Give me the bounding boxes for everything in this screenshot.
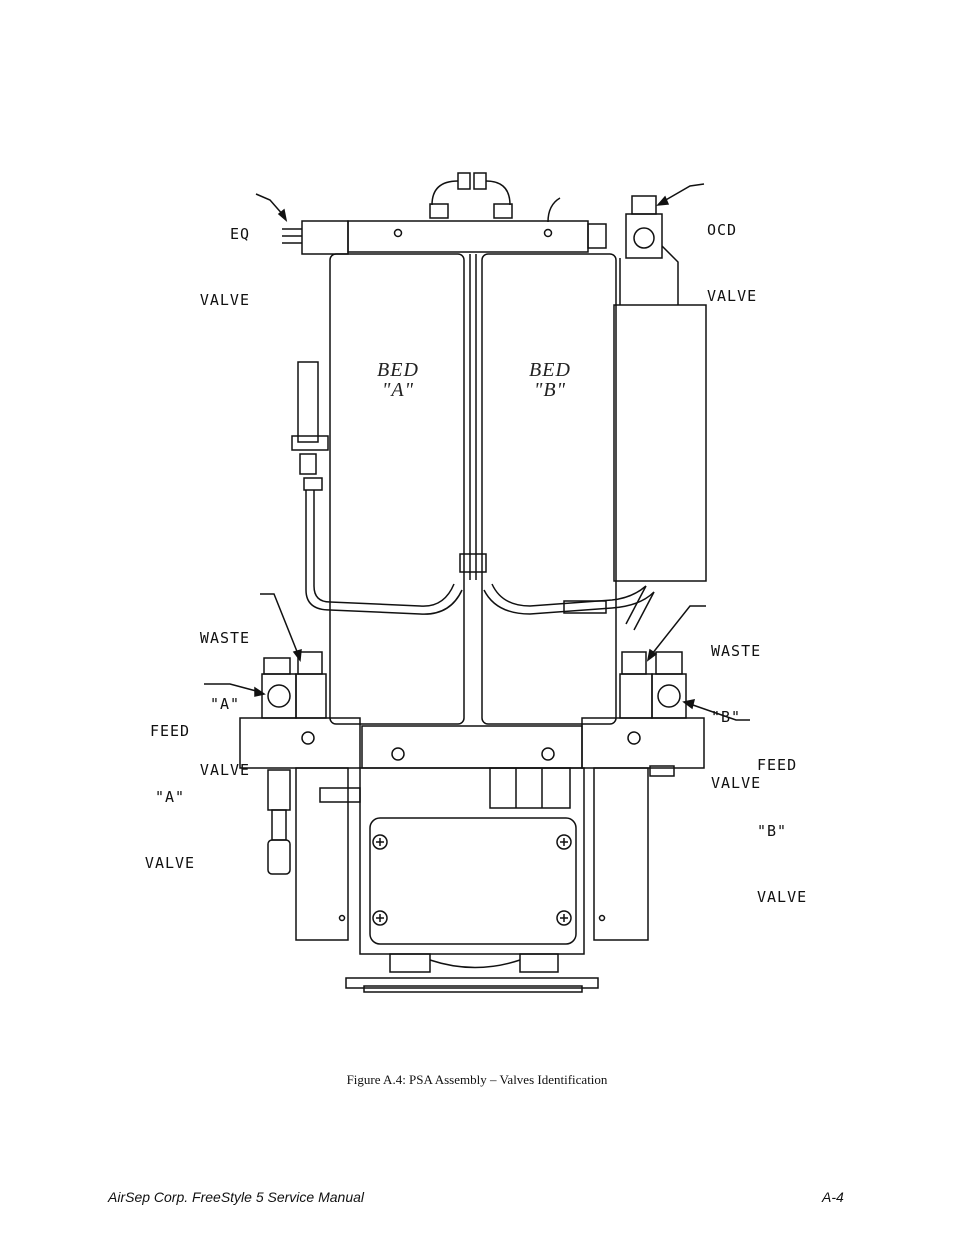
- feed-b-valve-label-line3: VALVE: [757, 888, 808, 906]
- compressor: [267, 767, 649, 955]
- waste-a-valve-label-line3: VALVE: [199, 761, 251, 779]
- ocd-valve-label: OCD VALVE: [707, 175, 757, 329]
- left-valves: [261, 651, 327, 719]
- eq-valve-label-line2: VALVE: [199, 291, 250, 309]
- ocd-valve-body: [619, 195, 679, 305]
- leader-lines: [204, 183, 750, 721]
- feed-b-valve-label: FEED "B" VALVE: [757, 710, 807, 930]
- figure-caption: Figure A.4: PSA Assembly – Valves Identi…: [346, 1072, 608, 1087]
- waste-b-valve-label-line2: "B": [711, 708, 742, 726]
- feed-a-valve-label-line2: "A": [154, 788, 186, 806]
- ocd-valve-label-line2: VALVE: [707, 287, 758, 305]
- waste-b-valve-label-line3: VALVE: [711, 774, 762, 792]
- base-plate: [345, 953, 599, 993]
- beds: [329, 253, 617, 725]
- ocd-valve-label-line1: OCD: [707, 221, 738, 239]
- tubing: [305, 490, 655, 631]
- feed-a-valve-label: FEED "A" VALVE: [140, 676, 200, 896]
- waste-a-valve-label-line2: "A": [209, 695, 241, 713]
- eq-valve-body: [282, 220, 607, 255]
- waste-a-valve-label-line1: WASTE: [199, 629, 251, 647]
- eq-valve-label: EQ VALVE: [194, 179, 250, 333]
- right-canister: [613, 304, 707, 582]
- footer-manual-title: AirSep Corp. FreeStyle 5 Service Manual: [108, 1189, 364, 1205]
- bed-b-label-line2: "B": [533, 379, 566, 401]
- right-valves: [619, 651, 687, 719]
- waste-b-valve-label-line1: WASTE: [711, 642, 762, 660]
- feed-a-valve-label-line1: FEED: [149, 722, 191, 740]
- footer-page-number: A-4: [822, 1189, 844, 1205]
- bed-a-label: BED "A": [368, 360, 428, 400]
- bed-a-label-line2: "A": [381, 379, 414, 401]
- feed-a-valve-label-line3: VALVE: [144, 854, 196, 872]
- bed-a-label-line1: BED: [377, 359, 419, 381]
- waste-a-valve-label: WASTE "A" VALVE: [192, 583, 258, 803]
- eq-valve-label-line1: EQ: [229, 225, 250, 243]
- feed-b-valve-label-line1: FEED: [757, 756, 798, 774]
- bed-b-label-line1: BED: [529, 359, 571, 381]
- waste-b-valve-label: WASTE "B" VALVE: [711, 596, 761, 816]
- bed-b-label: BED "B": [520, 360, 580, 400]
- feed-b-valve-label-line2: "B": [757, 822, 788, 840]
- left-muffler: [291, 361, 329, 491]
- top-fittings: [429, 172, 561, 223]
